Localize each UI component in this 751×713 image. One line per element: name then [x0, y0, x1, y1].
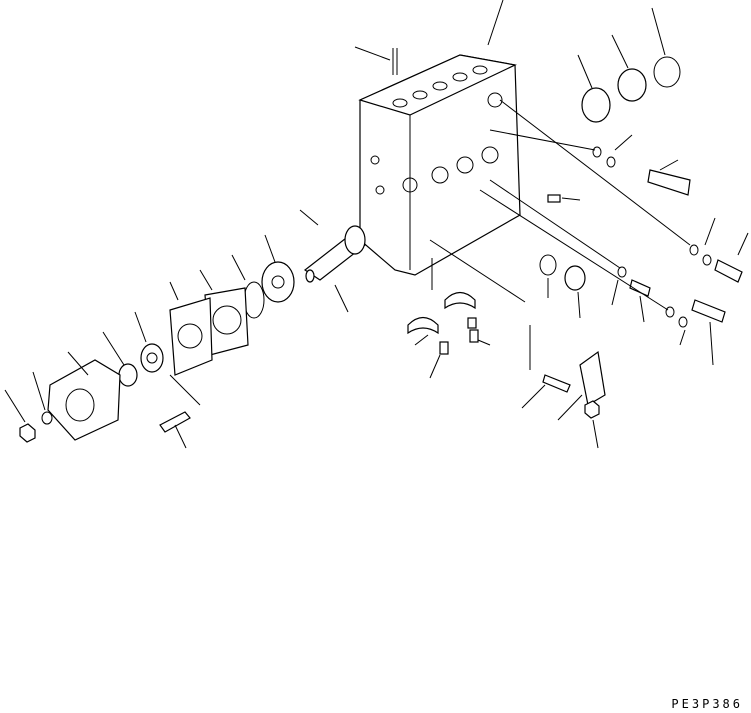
gear: [581, 87, 611, 123]
washers: [592, 146, 712, 328]
leader-lines: [4, 0, 749, 449]
bolt: [159, 411, 191, 433]
valve: [647, 169, 691, 196]
collar: [118, 363, 138, 387]
plate: [579, 350, 606, 406]
bearing-cover: [169, 297, 213, 376]
bearing: [140, 343, 164, 373]
flange: [47, 359, 121, 441]
nut-small: [584, 400, 600, 419]
plug: [564, 265, 586, 291]
nut: [19, 423, 36, 443]
o-ring: [243, 281, 265, 319]
camshaft: [303, 225, 367, 283]
drawing-code: PE3P386: [671, 697, 743, 711]
seal: [539, 254, 557, 276]
ring: [653, 56, 681, 88]
washer: [41, 411, 53, 425]
sleeve: [617, 68, 647, 102]
coupling: [261, 261, 295, 303]
pump-housing: [358, 54, 521, 276]
screws: [439, 194, 561, 355]
bolts-right: [542, 259, 743, 393]
brackets: [407, 291, 476, 335]
stud: [392, 48, 398, 75]
